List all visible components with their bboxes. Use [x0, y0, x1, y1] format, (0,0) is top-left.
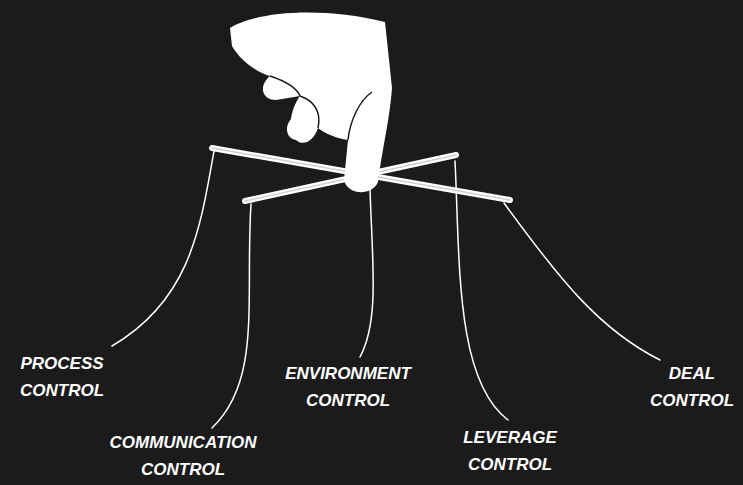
control-label: LEVERAGE CONTROL	[463, 424, 557, 478]
control-label: DEAL CONTROL	[650, 360, 734, 414]
puppet-strings	[112, 151, 660, 428]
crease	[348, 92, 372, 140]
label-box: COMMUNICATION CONTROL	[110, 429, 257, 483]
string	[504, 203, 660, 360]
label-box: DEAL CONTROL	[650, 360, 734, 414]
string	[112, 151, 214, 346]
label-box: ENVIRONMENT CONTROL	[285, 360, 411, 414]
finger	[263, 76, 300, 100]
hand-shape	[230, 13, 392, 193]
crease	[300, 96, 319, 128]
hand	[230, 13, 392, 193]
crease	[270, 76, 300, 96]
control-label: PROCESS CONTROL	[20, 350, 104, 404]
control-label: ENVIRONMENT CONTROL	[285, 360, 411, 414]
string	[212, 204, 251, 428]
label-box: LEVERAGE CONTROL	[463, 424, 557, 478]
label-box: PROCESS CONTROL	[20, 350, 104, 404]
finger	[287, 118, 300, 140]
hand-creases	[270, 76, 372, 140]
control-label: COMMUNICATION CONTROL	[110, 429, 257, 483]
string	[360, 188, 373, 357]
